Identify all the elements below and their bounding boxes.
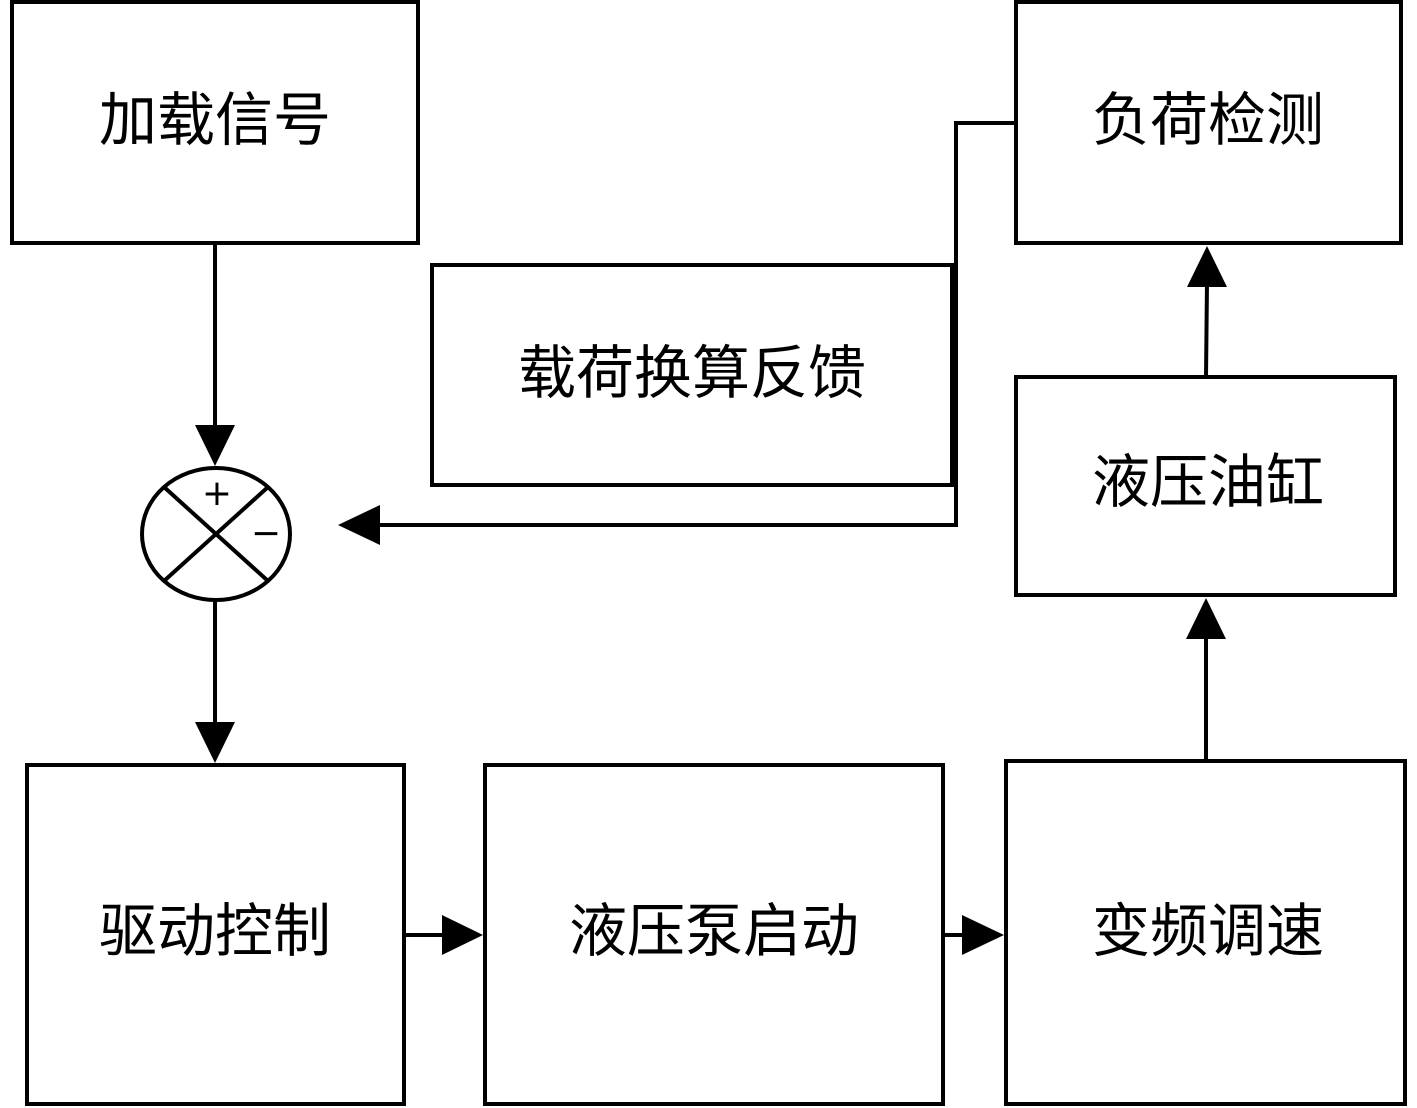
node-variable-frequency-speed-label: 变频调速 [1092, 897, 1324, 965]
connector-feedback-path [338, 121, 1016, 545]
node-load-detection-label: 负荷检测 [1092, 86, 1324, 154]
node-hydraulic-pump-start: 液压泵启动 [483, 763, 945, 1106]
connector-cylinder-to-detection [1187, 246, 1227, 378]
node-variable-frequency-speed: 变频调速 [1004, 759, 1407, 1106]
node-load-conversion-feedback-label: 载荷换算反馈 [518, 339, 866, 407]
connector-vfd-to-cylinder [1186, 598, 1226, 761]
node-drive-control-label: 驱动控制 [99, 897, 331, 965]
node-load-signal: 加载信号 [10, 0, 420, 245]
node-load-conversion-feedback: 载荷换算反馈 [430, 263, 954, 487]
summing-junction: + − [140, 466, 292, 602]
node-drive-control: 驱动控制 [25, 763, 406, 1106]
connector-load-signal-to-junction [195, 243, 235, 466]
minus-sign: − [251, 513, 281, 554]
node-hydraulic-pump-start-label: 液压泵启动 [569, 897, 859, 965]
node-load-signal-label: 加载信号 [99, 86, 331, 154]
connector-pump-to-vfd [943, 915, 1004, 955]
connector-junction-to-drive-control [195, 600, 235, 763]
connector-drive-to-pump [404, 915, 483, 955]
plus-sign: + [202, 473, 232, 514]
node-hydraulic-cylinder: 液压油缸 [1014, 375, 1397, 597]
node-load-detection: 负荷检测 [1014, 0, 1403, 245]
node-hydraulic-cylinder-label: 液压油缸 [1092, 448, 1324, 516]
